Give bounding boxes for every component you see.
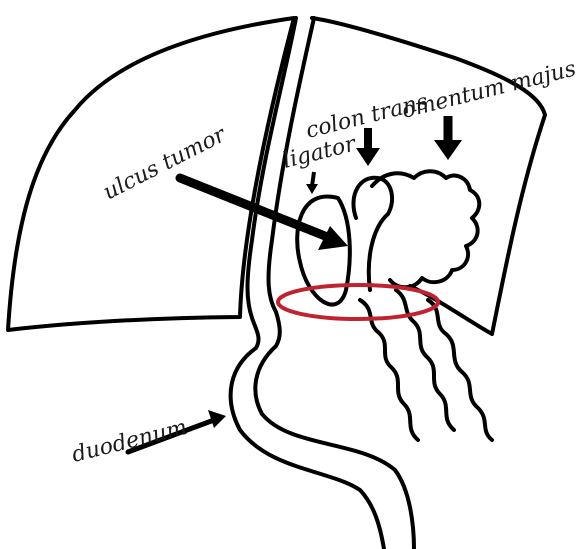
omentum-outline: [372, 171, 479, 287]
colon-down-arrow: [356, 128, 380, 166]
label-omentum-majus: omentum majus: [399, 56, 576, 123]
omentum-down-arrow: [434, 116, 462, 160]
wavy-band-1: [360, 300, 418, 440]
wavy-band-3: [428, 300, 492, 440]
label-duodenum: duodenum: [69, 415, 189, 468]
colon-stump: [353, 178, 392, 290]
ligator-arrow: [306, 172, 318, 194]
ulcus-arrow: [180, 178, 348, 250]
resection-line: [278, 285, 438, 319]
